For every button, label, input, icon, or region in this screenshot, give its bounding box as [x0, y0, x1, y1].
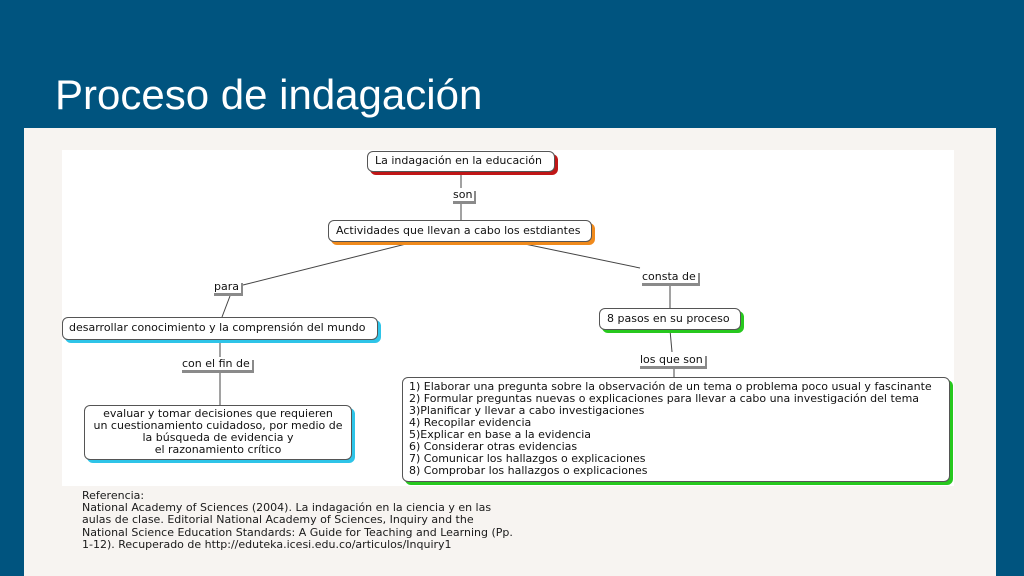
node-steps-count-label: 8 pasos en su proceso	[607, 312, 730, 325]
reference-line: National Science Education Standards: A …	[82, 525, 513, 539]
node-activities: Actividades que llevan a cabo los estdia…	[328, 220, 592, 242]
evaluate-line: evaluar y tomar decisiones que requieren	[103, 407, 333, 420]
step-item: 7) Comunicar los hallazgos o explicacion…	[409, 452, 646, 465]
reference-line: Referencia:	[82, 489, 145, 502]
step-item: 1) Elaborar una pregunta sobre la observ…	[409, 380, 932, 393]
step-item: 3)Planificar y llevar a cabo investigaci…	[409, 404, 645, 417]
step-item: 5)Explicar en base a la evidencia	[409, 428, 592, 441]
link-consta-de: consta de	[640, 270, 698, 283]
reference-line: 1-12). Recuperado de http://eduteka.ices…	[82, 537, 452, 551]
evaluate-line: la búsqueda de evidencia y	[142, 431, 294, 444]
node-develop-label: desarrollar conocimiento y la comprensió…	[69, 321, 366, 334]
link-para: para	[212, 280, 241, 293]
evaluate-line: un cuestionamiento cuidadoso, por medio …	[93, 419, 343, 432]
node-root-label: La indagación en la educación	[375, 154, 542, 167]
node-steps-list: 1) Elaborar una pregunta sobre la observ…	[402, 377, 950, 482]
slide-title: Proceso de indagación	[55, 71, 483, 118]
node-evaluate: evaluar y tomar decisiones que requieren…	[84, 405, 352, 460]
reference-line: National Academy of Sciences (2004). La …	[82, 501, 492, 515]
step-item: 8) Comprobar los hallazgos o explicacion…	[409, 464, 648, 477]
step-item: 6) Considerar otras evidencias	[409, 440, 578, 453]
node-steps-count: 8 pasos en su proceso	[599, 308, 741, 330]
reference-line: aulas de clase. Editorial National Acade…	[82, 513, 474, 527]
step-item: 2) Formular preguntas nuevas o explicaci…	[409, 392, 920, 405]
link-con-el-fin-de: con el fin de	[180, 357, 252, 370]
node-activities-label: Actividades que llevan a cabo los estdia…	[336, 224, 581, 237]
evaluate-line: el razonamiento crítico	[154, 443, 282, 456]
link-son: son	[451, 188, 475, 201]
node-develop: desarrollar conocimiento y la comprensió…	[62, 317, 378, 340]
node-root: La indagación en la educación	[367, 151, 555, 172]
step-item: 4) Recopilar evidencia	[409, 416, 532, 429]
link-los-que-son: los que son	[638, 353, 705, 366]
reference-block: Referencia: National Academy of Sciences…	[82, 489, 513, 551]
